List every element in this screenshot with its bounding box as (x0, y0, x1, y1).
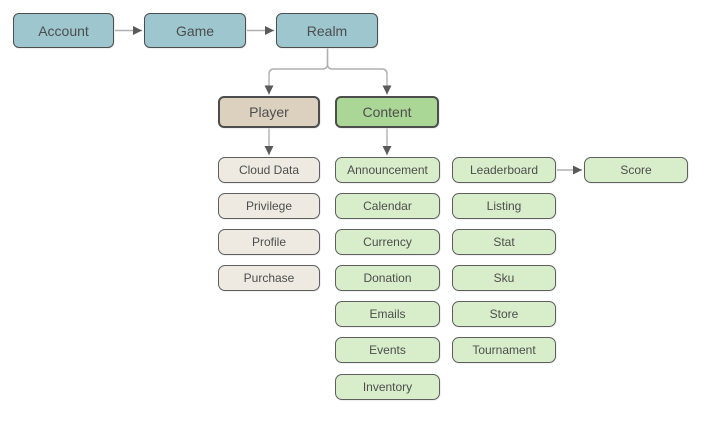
node-inventory: Inventory (335, 374, 440, 400)
node-donation: Donation (335, 265, 440, 291)
node-privilege: Privilege (218, 193, 320, 219)
node-store: Store (452, 301, 556, 327)
node-profile: Profile (218, 229, 320, 255)
node-cloud-data: Cloud Data (218, 157, 320, 183)
node-purchase: Purchase (218, 265, 320, 291)
node-tournament: Tournament (452, 337, 556, 363)
connector-realm-content (326, 48, 392, 95)
connector-realm-player (264, 48, 329, 95)
node-stat: Stat (452, 229, 556, 255)
node-currency: Currency (335, 229, 440, 255)
node-events: Events (335, 337, 440, 363)
node-listing: Listing (452, 193, 556, 219)
node-game: Game (144, 13, 246, 48)
node-emails: Emails (335, 301, 440, 327)
node-announcement: Announcement (335, 157, 440, 183)
node-calendar: Calendar (335, 193, 440, 219)
node-account: Account (13, 13, 114, 48)
node-content: Content (335, 96, 439, 128)
node-sku: Sku (452, 265, 556, 291)
node-realm: Realm (276, 13, 378, 48)
node-player: Player (218, 96, 320, 128)
node-leaderboard: Leaderboard (452, 157, 556, 183)
node-score: Score (584, 157, 688, 183)
